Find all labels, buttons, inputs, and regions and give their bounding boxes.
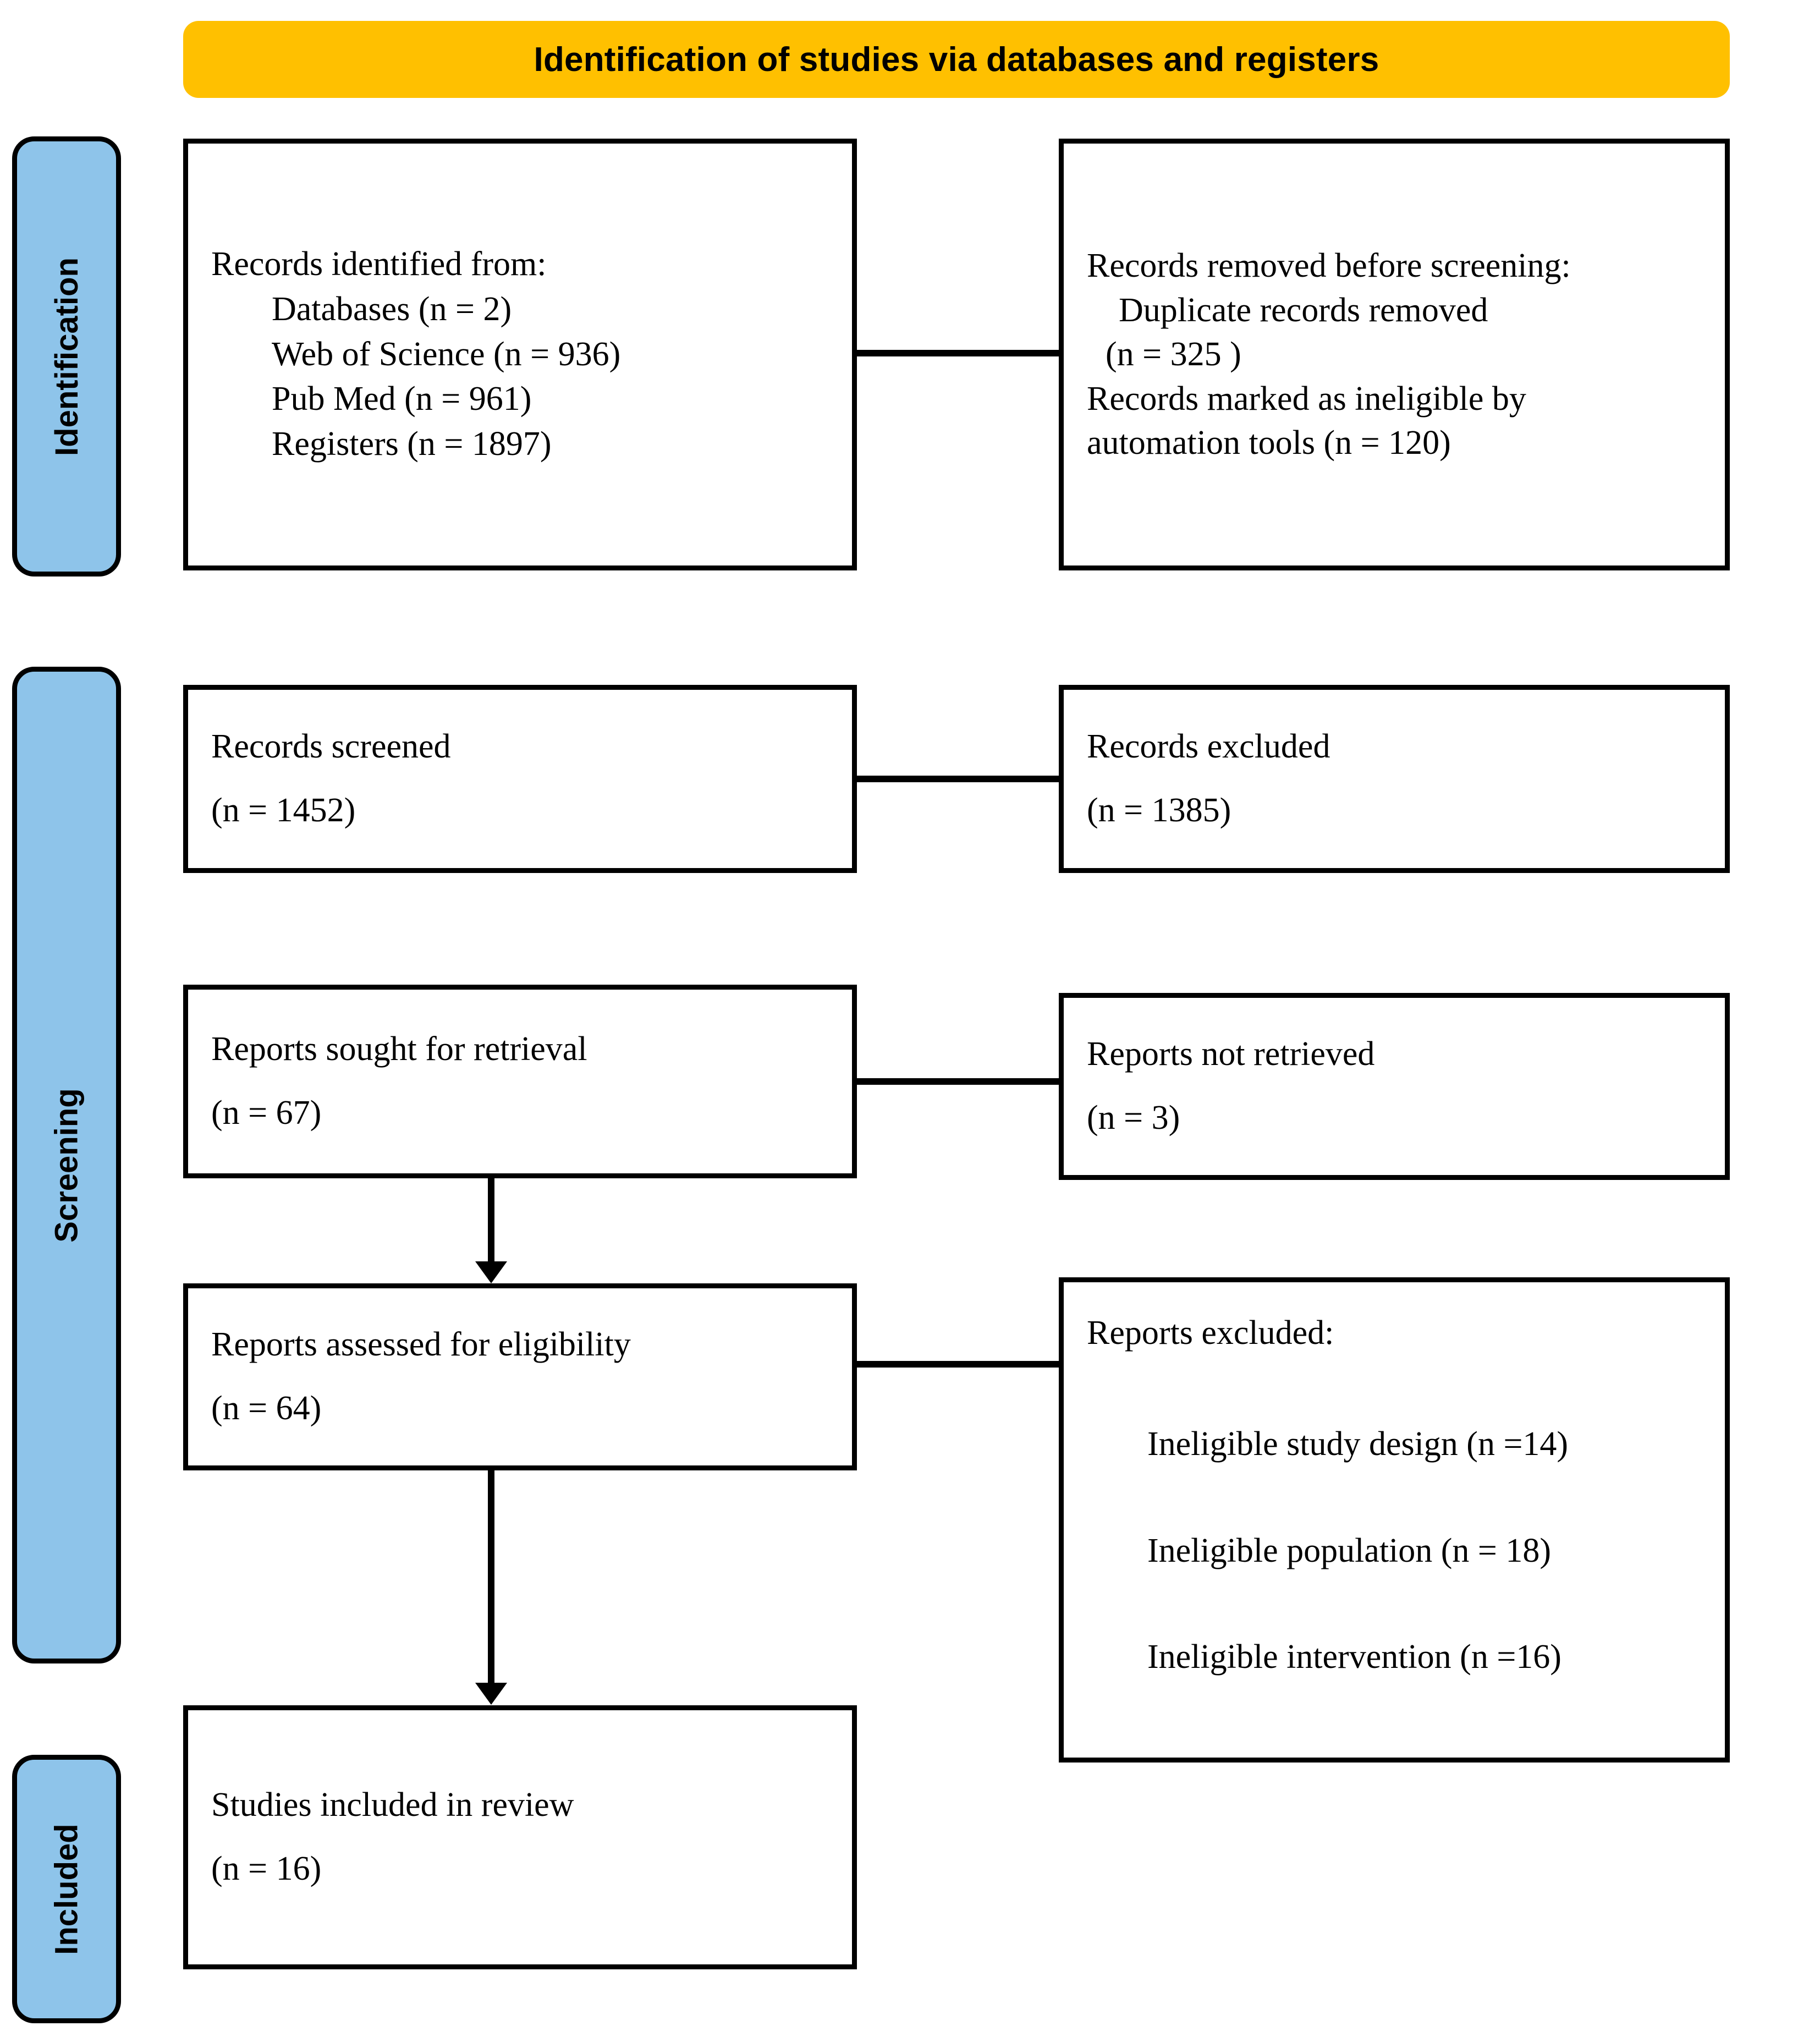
records-removed-line-4: Records marked as ineligible by (1087, 380, 1526, 418)
diagram-title-text: Identification of studies via databases … (534, 40, 1379, 79)
reports-excluded-reason-population: Ineligible population (n = 18) (1147, 1531, 1552, 1569)
reports-excluded-reason-intervention: Ineligible intervention (n =16) (1147, 1638, 1561, 1676)
reports-assessed-count: (n = 64) (211, 1390, 322, 1427)
reports-assessed-label: Reports assessed for eligibility (211, 1326, 631, 1364)
arrow-assessed-to-reports-excluded (857, 1361, 1063, 1368)
arrow-screened-to-excluded (857, 776, 1063, 782)
box-records-excluded: Records excluded (n = 1385) (1059, 685, 1730, 873)
reports-sought-count: (n = 67) (211, 1094, 322, 1132)
records-identified-item-databases: Databases (n = 2) (272, 290, 512, 328)
reports-not-retrieved-label: Reports not retrieved (1087, 1035, 1375, 1073)
box-records-screened: Records screened (n = 1452) (183, 685, 857, 873)
records-removed-line-5: automation tools (n = 120) (1087, 424, 1451, 462)
records-excluded-label: Records excluded (1087, 728, 1330, 766)
box-records-identified: Records identified from: Databases (n = … (183, 139, 857, 570)
stage-label-screening: Screening (48, 1088, 85, 1243)
stage-bar-included: Included (12, 1755, 121, 2023)
records-removed-line-3: (n = 325 ) (1106, 336, 1241, 374)
box-reports-sought: Reports sought for retrieval (n = 67) (183, 985, 857, 1178)
records-identified-item-web-of-science: Web of Science (n = 936) (272, 335, 621, 373)
records-removed-line-2: Duplicate records removed (1119, 291, 1488, 329)
box-reports-assessed: Reports assessed for eligibility (n = 64… (183, 1283, 857, 1470)
stage-bar-screening: Screening (12, 667, 121, 1663)
box-studies-included: Studies included in review (n = 16) (183, 1705, 857, 1969)
records-identified-item-pubmed: Pub Med (n = 961) (272, 380, 532, 418)
arrow-assessed-to-included (488, 1470, 494, 1685)
stage-label-identification: Identification (48, 257, 85, 456)
reports-excluded-heading: Reports excluded: (1087, 1314, 1334, 1352)
arrow-sought-to-not-retrieved (857, 1078, 1063, 1085)
records-screened-count: (n = 1452) (211, 792, 356, 829)
studies-included-label: Studies included in review (211, 1786, 574, 1824)
records-removed-line-1: Records removed before screening: (1087, 247, 1571, 285)
records-identified-item-registers: Registers (n = 1897) (272, 425, 552, 463)
records-screened-label: Records screened (211, 728, 451, 766)
records-identified-heading: Records identified from: (211, 245, 547, 283)
stage-label-included: Included (48, 1823, 85, 1955)
reports-excluded-reason-study-design: Ineligible study design (n =14) (1147, 1425, 1569, 1463)
studies-included-count: (n = 16) (211, 1850, 322, 1887)
stage-bar-identification: Identification (12, 136, 121, 576)
reports-not-retrieved-count: (n = 3) (1087, 1099, 1180, 1136)
box-records-removed: Records removed before screening: Duplic… (1059, 139, 1730, 570)
arrow-sought-to-assessed (488, 1178, 494, 1264)
reports-sought-label: Reports sought for retrieval (211, 1030, 587, 1068)
diagram-title-banner: Identification of studies via databases … (183, 21, 1730, 98)
box-reports-excluded: Reports excluded: Ineligible study desig… (1059, 1277, 1730, 1763)
records-excluded-count: (n = 1385) (1087, 792, 1231, 829)
arrow-identified-to-removed (857, 350, 1063, 356)
box-reports-not-retrieved: Reports not retrieved (n = 3) (1059, 993, 1730, 1180)
